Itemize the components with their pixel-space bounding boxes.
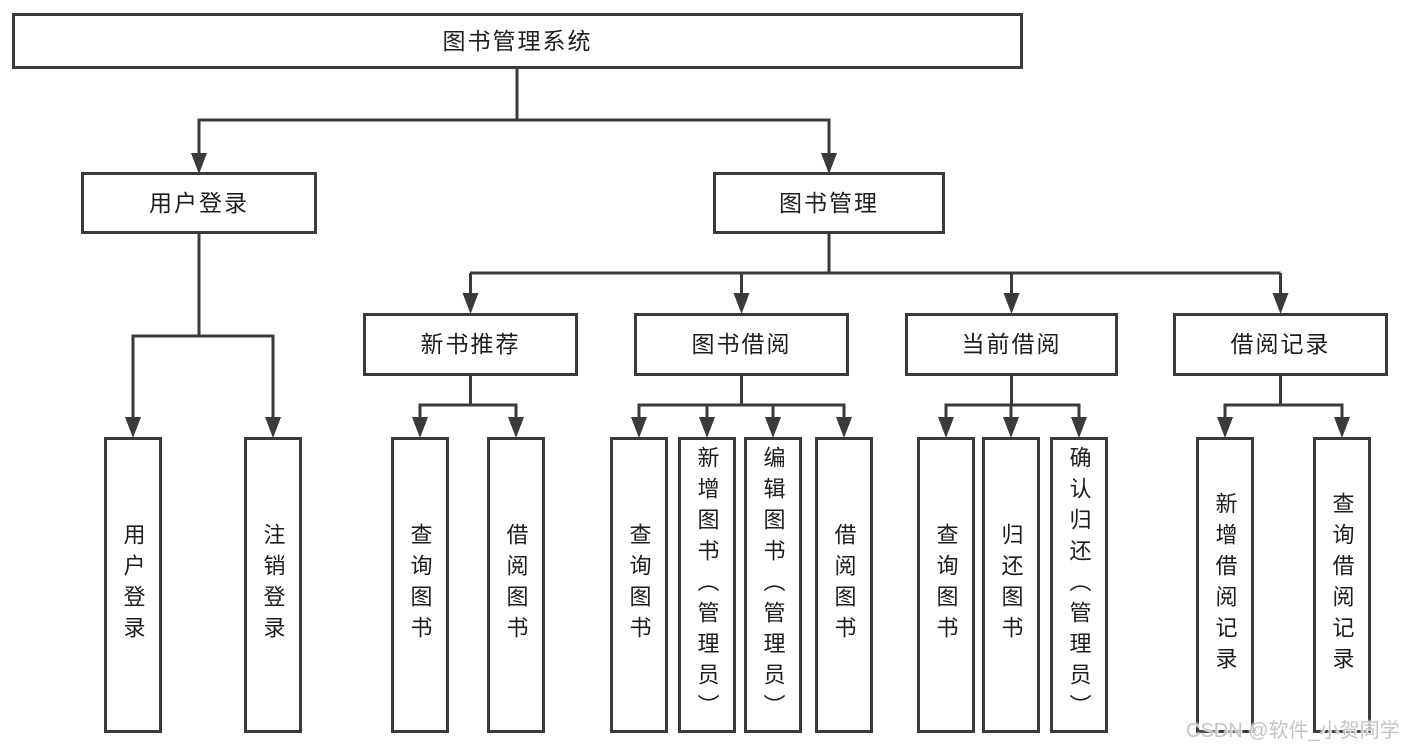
node-leaf-query-borrow-record-label: 查询借阅记录: [1329, 492, 1355, 678]
node-leaf-query-books-borrow: 查询图书: [610, 437, 668, 733]
node-leaf-add-books-admin-label: 新增图书（管理员）: [694, 445, 720, 725]
node-book-borrow: 图书借阅: [634, 313, 849, 376]
watermark: CSDN @软件_小贺同学: [1186, 720, 1400, 742]
node-leaf-confirm-return-admin-label: 确认归还（管理员）: [1066, 445, 1092, 725]
node-leaf-query-books-borrow-label: 查询图书: [626, 523, 652, 647]
node-book-management: 图书管理: [713, 172, 945, 234]
node-leaf-borrow-books: 借阅图书: [815, 437, 873, 733]
node-leaf-query-borrow-record: 查询借阅记录: [1313, 437, 1371, 733]
node-leaf-add-borrow-record: 新增借阅记录: [1196, 437, 1254, 733]
node-leaf-return-books: 归还图书: [982, 437, 1040, 733]
node-leaf-user-login: 用户登录: [104, 437, 162, 733]
node-leaf-add-borrow-record-label: 新增借阅记录: [1212, 492, 1238, 678]
node-leaf-query-books-recommend-label: 查询图书: [407, 523, 433, 647]
node-borrow-records: 借阅记录: [1173, 313, 1388, 376]
node-current-borrow: 当前借阅: [905, 313, 1118, 376]
node-user-login: 用户登录: [81, 172, 317, 234]
node-root-label: 图书管理系统: [442, 27, 593, 54]
node-book-borrow-label: 图书借阅: [691, 331, 792, 357]
node-leaf-add-books-admin: 新增图书（管理员）: [678, 437, 736, 733]
node-leaf-borrow-books-label: 借阅图书: [831, 523, 857, 647]
node-leaf-user-login-label: 用户登录: [120, 523, 146, 647]
node-leaf-logout-label: 注销登录: [260, 523, 286, 647]
node-leaf-edit-books-admin-label: 编辑图书（管理员）: [760, 445, 786, 725]
node-leaf-logout: 注销登录: [244, 437, 302, 733]
node-leaf-query-books-current-label: 查询图书: [933, 523, 959, 647]
node-leaf-return-books-label: 归还图书: [998, 523, 1024, 647]
node-leaf-borrow-books-recommend: 借阅图书: [487, 437, 545, 733]
node-user-login-label: 用户登录: [149, 189, 249, 216]
node-leaf-query-books-recommend: 查询图书: [391, 437, 449, 733]
node-leaf-borrow-books-recommend-label: 借阅图书: [503, 523, 529, 647]
node-borrow-records-label: 借阅记录: [1230, 331, 1331, 357]
node-new-book-recommend: 新书推荐: [363, 313, 578, 376]
node-leaf-confirm-return-admin: 确认归还（管理员）: [1050, 437, 1108, 733]
node-book-management-label: 图书管理: [779, 189, 879, 216]
node-root: 图书管理系统: [12, 13, 1023, 69]
node-new-book-recommend-label: 新书推荐: [420, 331, 521, 357]
node-leaf-query-books-current: 查询图书: [917, 437, 975, 733]
node-current-borrow-label: 当前借阅: [961, 331, 1062, 357]
node-leaf-edit-books-admin: 编辑图书（管理员）: [744, 437, 802, 733]
